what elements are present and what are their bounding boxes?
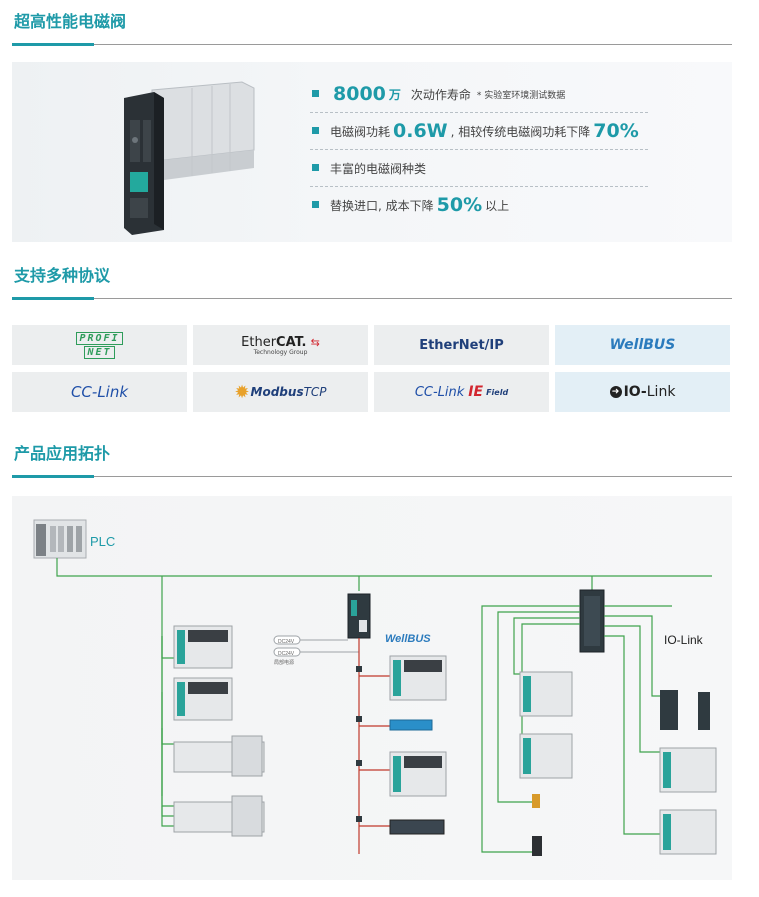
plc-label: PLC: [90, 534, 115, 549]
io-link-logo: ➜ IO-Link: [555, 372, 730, 412]
valve-island-3: [173, 735, 265, 777]
power-caption: 局部电源: [274, 659, 294, 666]
section-title-protocols: 支持多种协议: [14, 266, 111, 285]
io-link-main: IO-: [623, 384, 647, 400]
wellbus-io-module: [389, 819, 445, 835]
wellbus-gateway: [347, 593, 371, 639]
feature-item-lifetime: 8000 万 次动作寿命 * 实验室环境测试数据: [310, 76, 648, 112]
io-link-hub-1: [660, 690, 678, 730]
valve-island-1: [173, 625, 233, 669]
io-link-tail: Link: [646, 384, 676, 400]
bullet-icon: [312, 127, 319, 134]
protocol-logo-grid: PROFI NET EtherCAT. ⇆ Technology Group E…: [12, 325, 732, 413]
lifetime-value: 8000: [333, 83, 386, 105]
variety-text: 丰富的电磁阀种类: [330, 161, 427, 176]
bullet-icon: [312, 90, 319, 97]
ethernet-bus-lines: [56, 558, 712, 827]
io-link-lines: [481, 605, 672, 853]
modbus-gear-icon: ✹: [234, 381, 250, 403]
wellbus-lines: [358, 638, 392, 854]
io-link-valve-3: [659, 747, 717, 793]
power-middle: , 相较传统电磁阀功耗下降: [450, 124, 591, 139]
modbus-tail: TCP: [303, 385, 327, 399]
cc-link-text: CC-Link: [70, 383, 129, 401]
power-value: 0.6W: [393, 120, 448, 142]
io-link-hub-2: [698, 692, 710, 730]
section-divider: [12, 475, 732, 478]
solenoid-valve-image: [124, 81, 255, 235]
cc-link-ie-field-logo: CC-Link IE Field: [374, 372, 549, 412]
modbus-main: Modbus: [250, 385, 304, 399]
io-link-valve-1: [519, 671, 573, 717]
power-supply: DC24V DC24V 局部电源: [273, 635, 360, 666]
feature-list: 8000 万 次动作寿命 * 实验室环境测试数据 电磁阀功耗 0.6W , 相较…: [310, 76, 648, 223]
ethercat-logo: EtherCAT. ⇆ Technology Group: [193, 325, 368, 365]
ethernet-ip-logo: EtherNet/IP: [374, 325, 549, 365]
modbus-tcp-logo: ✹ Modbus TCP: [193, 372, 368, 412]
io-link-arrow-icon: ➜: [609, 386, 622, 398]
feature-item-power: 电磁阀功耗 0.6W , 相较传统电磁阀功耗下降 70%: [310, 112, 648, 149]
ethercat-bold: CAT.: [276, 334, 307, 350]
wellbus-label: WellBUS: [385, 633, 431, 645]
ethercat-sub: Technology Group: [253, 348, 308, 356]
ethercat-main: Ether: [241, 334, 277, 350]
bullet-icon: [312, 164, 319, 171]
profinet-line1: PROFI: [76, 331, 123, 345]
plc-device: [33, 519, 87, 559]
power-reduction-value: 70%: [593, 120, 639, 142]
io-link-sensor-1: [532, 794, 540, 808]
valve-island-2: [173, 677, 233, 721]
io-link-master: [579, 589, 605, 653]
bullet-icon: [312, 201, 319, 208]
topology-diagram: PLC: [12, 496, 732, 880]
valve-feature-panel: 8000 万 次动作寿命 * 实验室环境测试数据 电磁阀功耗 0.6W , 相较…: [12, 62, 732, 242]
section-divider: [12, 43, 732, 46]
feature-item-variety: 丰富的电磁阀种类: [310, 149, 648, 186]
wellbus-logo: WellBUS: [555, 325, 730, 365]
ethernet-ip-text: EtherNet/IP: [419, 337, 504, 353]
cost-value: 50%: [436, 194, 483, 216]
lifetime-text: 次动作寿命: [410, 87, 471, 102]
io-link-valve-2: [519, 733, 573, 779]
wellbus-valve-1: [389, 655, 447, 701]
lifetime-note: * 实验室环境测试数据: [476, 90, 566, 101]
lifetime-unit: 万: [388, 87, 401, 102]
feature-item-cost: 替换进口, 成本下降 50% 以上: [310, 186, 648, 223]
wellbus-module: [389, 719, 433, 731]
wellbus-connectors: [356, 666, 362, 822]
topology-svg: PLC: [33, 519, 717, 856]
section-title-topology: 产品应用拓扑: [14, 444, 111, 463]
cc-link-ie-main: CC-Link: [414, 384, 465, 400]
power-label-1: DC24V: [278, 639, 295, 645]
io-link-sensor-2: [532, 836, 542, 856]
valve-island-4: [173, 795, 265, 837]
cost-prefix: 替换进口, 成本下降: [330, 198, 434, 213]
cc-link-ie-ie: IE: [468, 384, 484, 400]
section-divider: [12, 297, 732, 300]
power-prefix: 电磁阀功耗: [330, 124, 391, 139]
io-link-valve-4: [659, 809, 717, 855]
section-title-valve: 超高性能电磁阀: [14, 12, 127, 31]
profinet-line2: NET: [84, 345, 115, 359]
profinet-logo: PROFI NET: [12, 325, 187, 365]
wellbus-text: WellBUS: [609, 337, 676, 353]
io-link-label: IO-Link: [664, 633, 704, 647]
power-label-2: DC24V: [278, 651, 295, 657]
ethercat-arrow-icon: ⇆: [310, 335, 320, 349]
cc-link-ie-field: Field: [486, 387, 509, 397]
cc-link-logo: CC-Link: [12, 372, 187, 412]
wellbus-valve-2: [389, 751, 447, 797]
cost-suffix: 以上: [485, 198, 510, 213]
